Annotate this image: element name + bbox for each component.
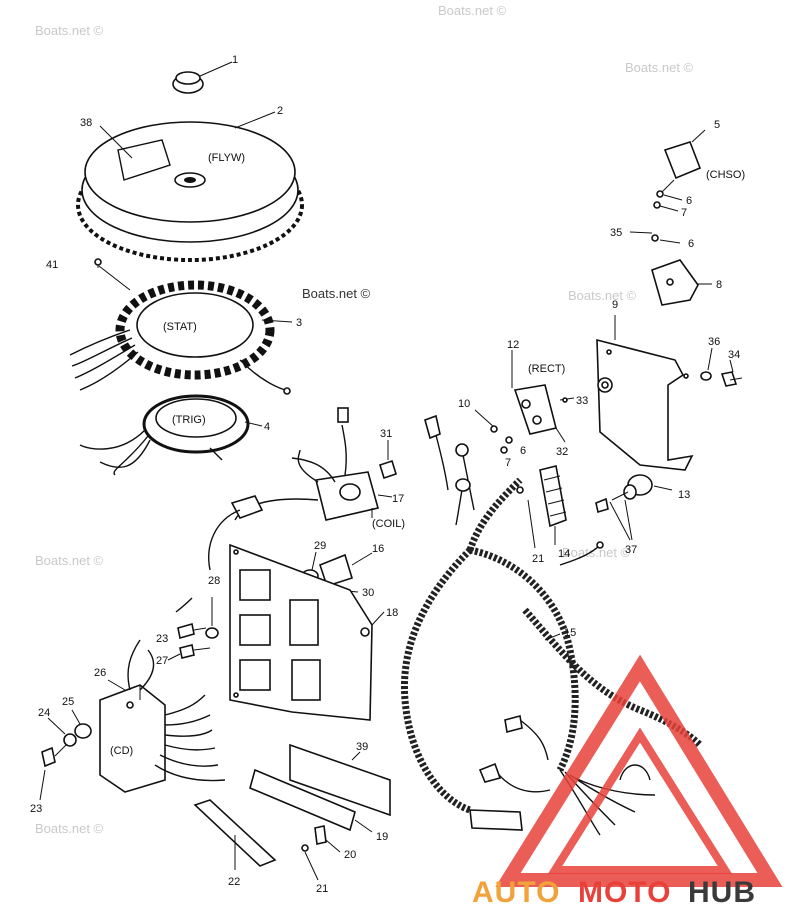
callout-21: 21 [532, 553, 544, 565]
callout-6: 6 [686, 195, 692, 207]
callout-37: 37 [625, 544, 637, 556]
callout-29: 29 [314, 540, 326, 552]
part-cd-module [99, 639, 226, 793]
part-clip [301, 825, 341, 881]
callout-23: 23 [156, 633, 168, 645]
callout-31: 31 [380, 428, 392, 440]
tag-chso: (CHSO) [706, 169, 745, 181]
part-label [289, 743, 391, 817]
callout-34: 34 [728, 349, 740, 361]
callout-23: 23 [30, 803, 42, 815]
callout-1: 1 [232, 54, 238, 66]
part-trigger [79, 394, 263, 476]
callout-25: 25 [62, 696, 74, 708]
part-terminal-block [629, 231, 712, 306]
callout-14: 14 [558, 548, 570, 560]
callout-4: 4 [264, 421, 270, 433]
watermark-site: Boats.net © [35, 821, 104, 836]
tag-cd: (CD) [110, 745, 133, 757]
part-terminal-strip [516, 465, 567, 549]
callout-30: 30 [362, 587, 374, 599]
callout-26: 26 [94, 667, 106, 679]
tag-trig: (TRIG) [172, 414, 206, 426]
watermark-site: Boats.net © [438, 3, 507, 18]
callout-5: 5 [714, 119, 720, 131]
callout-6: 6 [688, 238, 694, 250]
callout-17: 17 [392, 493, 404, 505]
callout-41: 41 [46, 259, 58, 271]
part-switch [653, 129, 706, 212]
watermark-site: Boats.net © [568, 288, 637, 303]
part-terminal-row [249, 768, 373, 833]
brand-word-moto: MOTO [578, 876, 671, 909]
callout-39: 39 [356, 741, 368, 753]
callout-35: 35 [610, 227, 622, 239]
callout-7: 7 [505, 457, 511, 469]
callout-15: 15 [564, 627, 576, 639]
part-coil [208, 407, 393, 571]
callout-32: 32 [556, 446, 568, 458]
callout-2: 2 [277, 105, 283, 117]
part-strip [193, 799, 277, 870]
callout-22: 22 [228, 876, 240, 888]
part-mounting-plate [229, 543, 385, 721]
part-washer-bolt [700, 347, 743, 387]
callout-7: 7 [681, 207, 687, 219]
callout-28: 28 [208, 575, 220, 587]
callout-27: 27 [156, 655, 168, 667]
part-wiring-harness [400, 414, 703, 836]
callout-9: 9 [612, 299, 618, 311]
part-rectifier [511, 350, 575, 443]
callout-24: 24 [38, 707, 50, 719]
part-bracket [596, 315, 694, 471]
callout-36: 36 [708, 336, 720, 348]
callout-16: 16 [372, 543, 384, 555]
brand-word-auto: AUTO [472, 876, 560, 909]
callout-21: 21 [316, 883, 328, 895]
tag-stat: (STAT) [163, 321, 197, 333]
tag-coil: (COIL) [372, 518, 405, 530]
part-stator [69, 258, 293, 395]
part-capacitor [595, 474, 673, 541]
watermark-layer: Boats.net © Boats.net © Boats.net © Boat… [35, 3, 694, 836]
part-screws [474, 409, 513, 454]
brand-word-hub: HUB [688, 876, 756, 909]
callout-20: 20 [344, 849, 356, 861]
callout-18: 18 [386, 607, 398, 619]
brand-logo: AUTO MOTO HUB [472, 654, 783, 909]
callout-38: 38 [80, 117, 92, 129]
tag-rect: (RECT) [528, 363, 565, 375]
part-nut [172, 61, 233, 94]
watermark-site: Boats.net © [562, 545, 631, 560]
callout-6: 6 [520, 445, 526, 457]
part-tags: (FLYW) (STAT) (TRIG) (COIL) (RECT) (CHSO… [110, 152, 745, 757]
part-grommet [379, 440, 397, 480]
watermark-site: Boats.net © [625, 60, 694, 75]
watermark-site: Boats.net © [35, 23, 104, 38]
watermark-site: Boats.net © [35, 553, 104, 568]
callout-13: 13 [678, 489, 690, 501]
callout-3: 3 [296, 317, 302, 329]
callout-19: 19 [376, 831, 388, 843]
callout-12: 12 [507, 339, 519, 351]
watermark-site: Boats.net © [302, 286, 371, 301]
callout-10: 10 [458, 398, 470, 410]
callout-8: 8 [716, 279, 722, 291]
part-flywheel [76, 111, 304, 262]
part-washers [39, 709, 92, 801]
part-hardware-left [167, 597, 219, 661]
tag-flyw: (FLYW) [208, 152, 245, 164]
callout-33: 33 [576, 395, 588, 407]
callout-numbers: 1 2 38 41 3 4 5 6 7 35 6 8 9 36 34 12 33… [30, 54, 740, 895]
